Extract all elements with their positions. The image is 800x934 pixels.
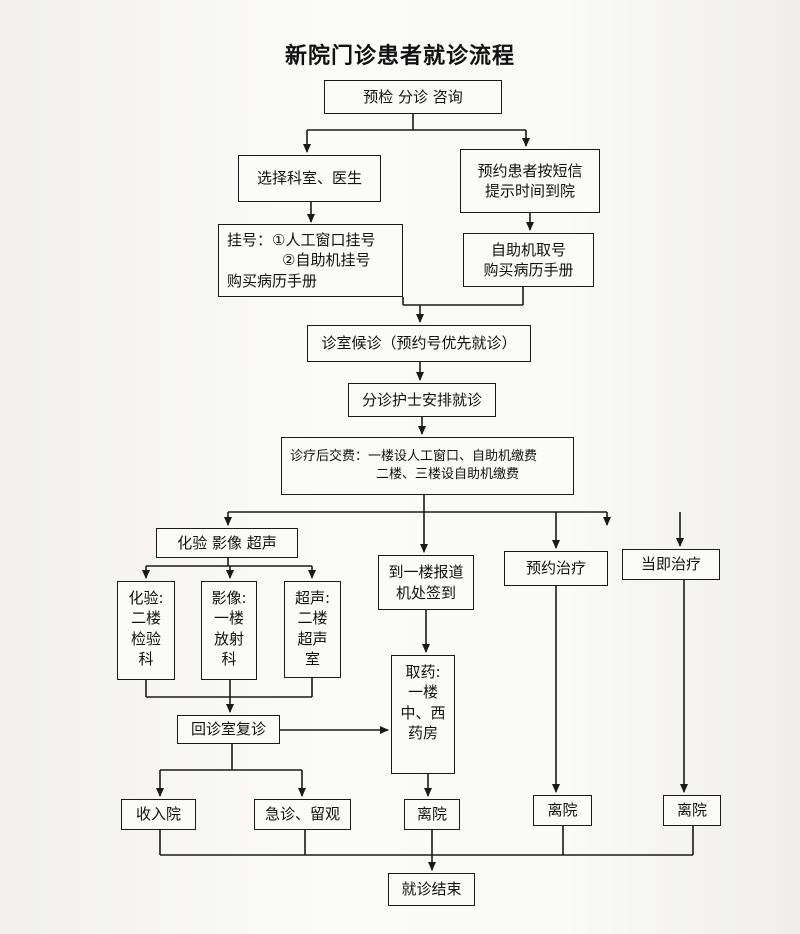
payment-box: 诊疗后交费：一楼设人工窗口、自助机缴费 二楼、三楼设自助机缴费 xyxy=(281,437,574,495)
lab-box: 化验: 二楼 检验 科 xyxy=(117,581,175,680)
emergency-label: 急诊、留观 xyxy=(264,805,340,824)
pharmacy-line-3: 中、西 xyxy=(400,703,446,722)
leave-label-pharmacy: 离院 xyxy=(416,805,447,824)
lab-line-2: 二楼 xyxy=(130,609,161,628)
register-box: 挂号：①人工窗口挂号 ②自助机挂号 购买病历手册 xyxy=(218,224,403,297)
payment-line-1: 诊疗后交费：一楼设人工窗口、自助机缴费 xyxy=(290,449,538,465)
exams-label: 化验 影像 超声 xyxy=(177,533,277,552)
leave-box-immediate: 离院 xyxy=(663,795,721,826)
appointment-patient-line-2: 提示时间到院 xyxy=(484,182,575,200)
select-dept-box: 选择科室、医生 xyxy=(238,155,381,202)
imaging-line-2: 一楼 xyxy=(213,609,244,628)
ultrasound-box: 超声: 二楼 超声 室 xyxy=(284,581,341,678)
imaging-line-4: 科 xyxy=(221,649,237,668)
imaging-box: 影像: 一楼 放射 科 xyxy=(201,581,257,680)
nurse-label: 分诊护士安排就诊 xyxy=(361,390,482,409)
revisit-label: 回诊室复诊 xyxy=(190,720,266,739)
lab-line-3: 检验 xyxy=(130,629,161,648)
checkin-line-2: 机处签到 xyxy=(395,583,456,602)
waiting-label: 诊室候诊（预约号优先就诊） xyxy=(321,334,517,353)
leave-box-pharmacy: 离院 xyxy=(404,799,460,830)
checkin-line-1: 到一楼报道 xyxy=(388,563,464,582)
revisit-box: 回诊室复诊 xyxy=(177,715,280,744)
appointment-treatment-label: 预约治疗 xyxy=(525,559,586,578)
triage-box: 预检 分诊 咨询 xyxy=(324,80,502,114)
triage-label: 预检 分诊 咨询 xyxy=(363,87,463,106)
appointment-patient-line-1: 预约患者按短信 xyxy=(477,161,583,180)
leave-label-appointment: 离院 xyxy=(547,801,578,820)
leave-box-appointment: 离院 xyxy=(533,795,592,826)
appointment-treatment-box: 预约治疗 xyxy=(504,551,608,586)
immediate-treatment-label: 当即治疗 xyxy=(640,555,701,574)
appointment-patient-box: 预约患者按短信 提示时间到院 xyxy=(460,149,600,213)
ultrasound-line-1: 超声: xyxy=(294,589,331,607)
register-line-2: ②自助机挂号 xyxy=(282,251,371,270)
admit-label: 收入院 xyxy=(135,805,181,824)
pharmacy-line-1: 取药: xyxy=(405,663,441,681)
imaging-line-3: 放射 xyxy=(213,629,244,648)
checkin-box: 到一楼报道 机处签到 xyxy=(378,555,474,610)
pharmacy-line-2: 一楼 xyxy=(407,683,438,702)
register-line-1: 挂号：①人工窗口挂号 xyxy=(227,231,376,250)
end-label: 就诊结束 xyxy=(401,880,462,899)
self-ticket-line-2: 购买病历手册 xyxy=(483,261,574,279)
admit-box: 收入院 xyxy=(121,799,196,830)
ultrasound-line-4: 室 xyxy=(304,649,320,668)
pharmacy-line-4: 药房 xyxy=(407,723,438,742)
imaging-line-1: 影像: xyxy=(211,589,247,607)
select-dept-label: 选择科室、医生 xyxy=(256,169,362,188)
leave-label-immediate: 离院 xyxy=(676,801,707,820)
immediate-treatment-box: 当即治疗 xyxy=(622,549,720,580)
nurse-box: 分诊护士安排就诊 xyxy=(348,383,496,417)
payment-line-2: 二楼、三楼设自助机缴费 xyxy=(376,467,520,482)
waiting-box: 诊室候诊（预约号优先就诊） xyxy=(307,325,531,362)
self-ticket-line-1: 自助机取号 xyxy=(490,240,566,259)
emergency-box: 急诊、留观 xyxy=(254,799,351,830)
self-ticket-box: 自助机取号 购买病历手册 xyxy=(463,233,594,287)
lab-line-1: 化验: xyxy=(128,589,164,607)
exams-box: 化验 影像 超声 xyxy=(156,528,298,558)
ultrasound-line-2: 二楼 xyxy=(297,609,328,628)
pharmacy-box: 取药: 一楼 中、西 药房 xyxy=(391,655,455,774)
lab-line-4: 科 xyxy=(138,649,154,668)
ultrasound-line-3: 超声 xyxy=(297,629,328,648)
page-title: 新院门诊患者就诊流程 xyxy=(284,44,515,69)
register-line-3: 购买病历手册 xyxy=(227,271,318,290)
end-box: 就诊结束 xyxy=(388,873,475,906)
